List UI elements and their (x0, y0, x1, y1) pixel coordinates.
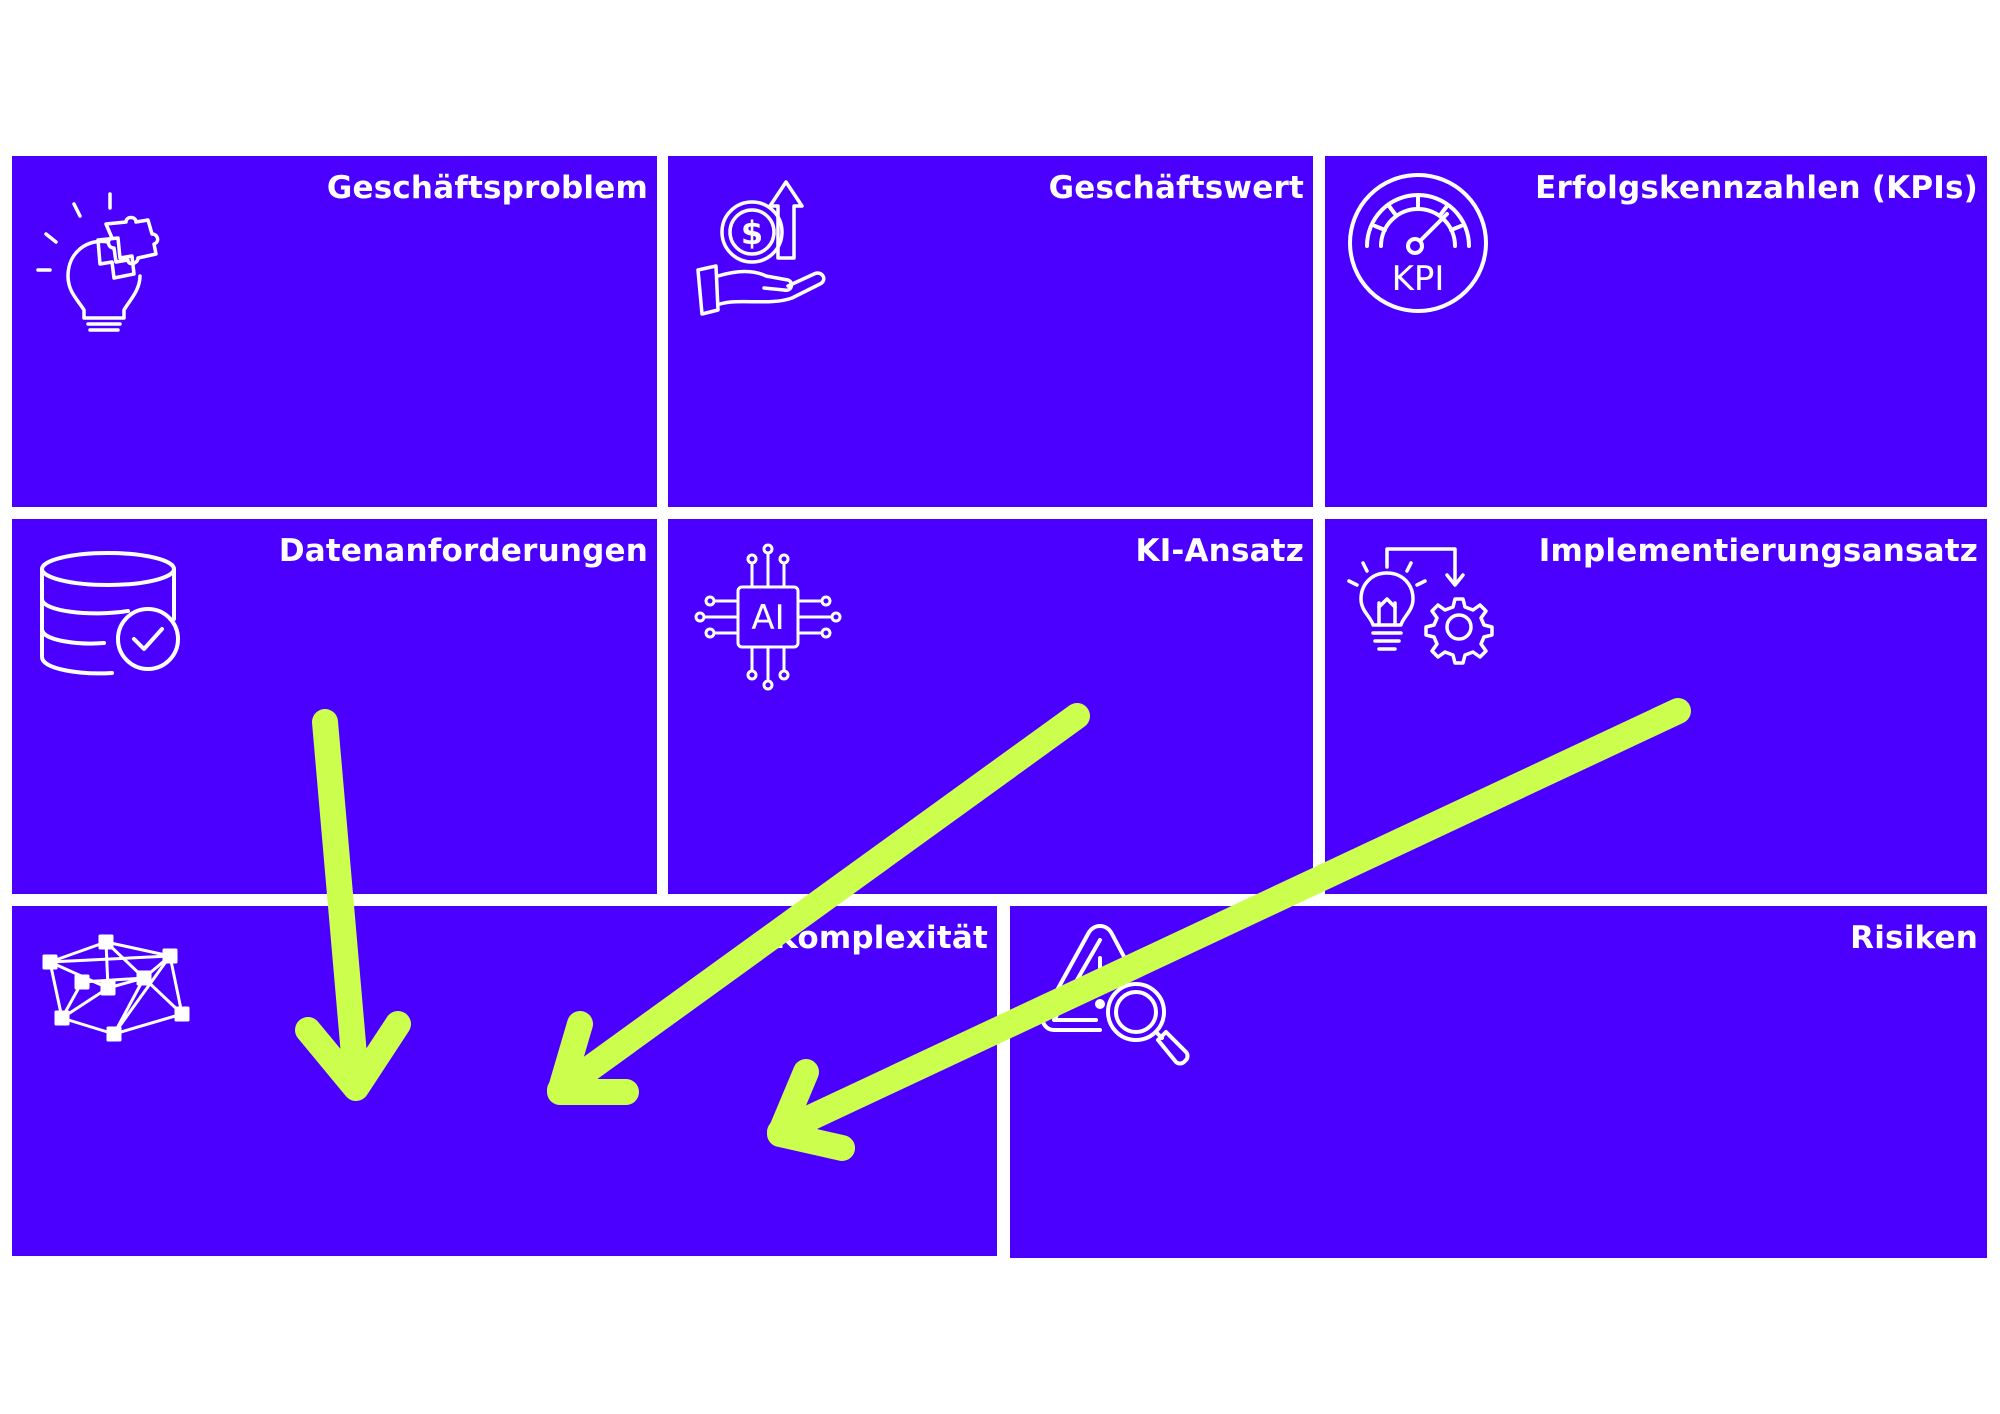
panel-komplexitaet: Komplexität (12, 906, 997, 1256)
dollar-sign: $ (741, 214, 763, 252)
panel-risiken: Risiken (1010, 906, 1987, 1258)
panel-implementierungsansatz: Implementierungsansatz (1325, 519, 1987, 894)
panel-geschaeftswert: Geschäftswert $ (668, 156, 1313, 507)
warning-search-icon (1040, 920, 1190, 1070)
panel-title: Komplexität (773, 920, 988, 956)
panel-title: Risiken (1850, 920, 1978, 956)
panel-title: Datenanforderungen (278, 533, 648, 569)
database-check-icon (40, 549, 190, 679)
ai-chip-icon: AI (694, 543, 844, 693)
kpi-gauge-icon: KPI (1345, 170, 1491, 316)
panel-title: Geschäftswert (1048, 170, 1304, 206)
hand-money-growth-icon: $ (692, 174, 842, 324)
network-nodes-icon (42, 928, 192, 1058)
panel-ki-ansatz: KI-Ansatz AI (668, 519, 1313, 894)
panel-datenanforderungen: Datenanforderungen (12, 519, 657, 894)
panel-title: Implementierungsansatz (1538, 533, 1978, 569)
kpi-label: KPI (1392, 259, 1445, 299)
panel-title: Geschäftsproblem (326, 170, 648, 206)
ai-label: AI (751, 598, 784, 638)
lightbulb-gear-icon (1347, 547, 1497, 667)
panel-kpis: Erfolgskennzahlen (KPIs) KPI (1325, 156, 1987, 507)
panel-geschaeftsproblem: Geschäftsproblem (12, 156, 657, 507)
panel-title: Erfolgskennzahlen (KPIs) (1535, 170, 1978, 206)
panel-title: KI-Ansatz (1135, 533, 1304, 569)
lightbulb-puzzle-icon (36, 178, 176, 332)
